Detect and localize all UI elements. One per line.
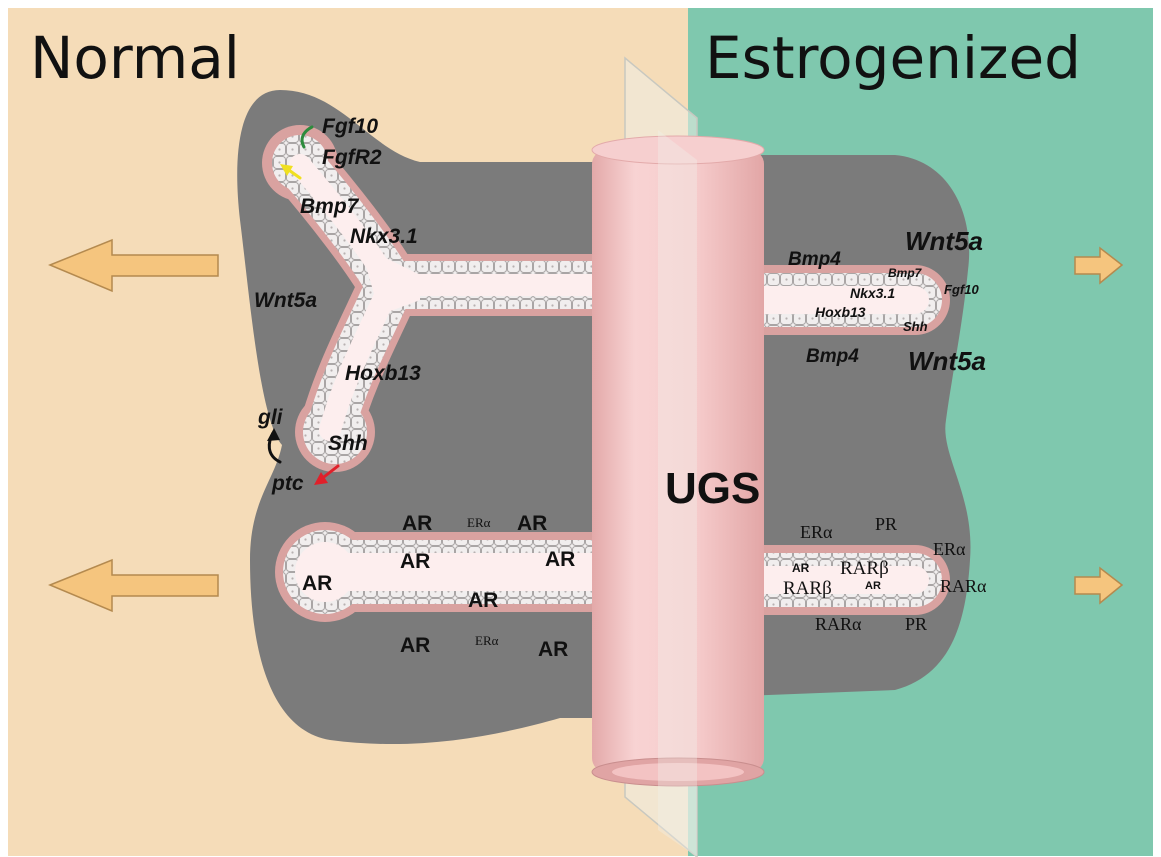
label-ar-1: AR [402,512,432,535]
label-shh: Shh [328,432,368,455]
label-bmp4-top: Bmp4 [788,249,841,270]
label-bmp7-estro: Bmp7 [888,266,923,280]
label-ar-7: AR [400,634,430,657]
label-era-1: ERα [467,515,491,530]
label-rarb-1: RARβ [840,558,889,579]
label-ar-3: AR [400,550,430,573]
label-shh-estro: Shh [903,319,928,334]
label-ar-6: AR [468,589,498,612]
label-rara-right: RARα [940,576,987,596]
label-ar-5: AR [302,572,332,595]
label-pr-top: PR [875,514,897,534]
normal-lower-duct [283,530,620,614]
label-hoxb13: Hoxb13 [345,362,421,385]
label-ar-8: AR [538,638,568,661]
label-bmp7: Bmp7 [300,195,360,218]
label-pr-bottom: PR [905,614,927,634]
label-wnt5a: Wnt5a [254,289,317,312]
label-wnt5a-top: Wnt5a [905,226,983,256]
label-nkx31-estro: Nkx3.1 [850,285,895,301]
label-bmp4-bottom: Bmp4 [806,346,859,367]
estrogenized-title: Estrogenized [705,24,1081,92]
label-ar-estro-1: AR [792,561,810,575]
label-rara-bottom: RARα [815,614,862,634]
label-ar-estro-2: AR [865,580,881,592]
label-ar-2: AR [517,512,547,535]
label-fgf10: Fgf10 [322,115,378,138]
label-ptc: ptc [271,472,304,495]
label-wnt5a-bottom: Wnt5a [908,346,986,376]
label-era-2: ERα [475,633,499,648]
label-rarb-2: RARβ [783,578,832,599]
label-era-right: ERα [933,539,966,559]
label-fgf10-estro: Fgf10 [944,282,979,297]
normal-title: Normal [30,24,240,92]
label-gli: gli [257,406,284,429]
label-fgfr2: FgfR2 [322,146,382,169]
label-era-top: ERα [800,522,833,542]
label-ar-4: AR [545,548,575,571]
label-hoxb13-estro: Hoxb13 [815,304,866,320]
ugs-label: UGS [665,464,760,513]
label-nkx31: Nkx3.1 [350,225,418,248]
